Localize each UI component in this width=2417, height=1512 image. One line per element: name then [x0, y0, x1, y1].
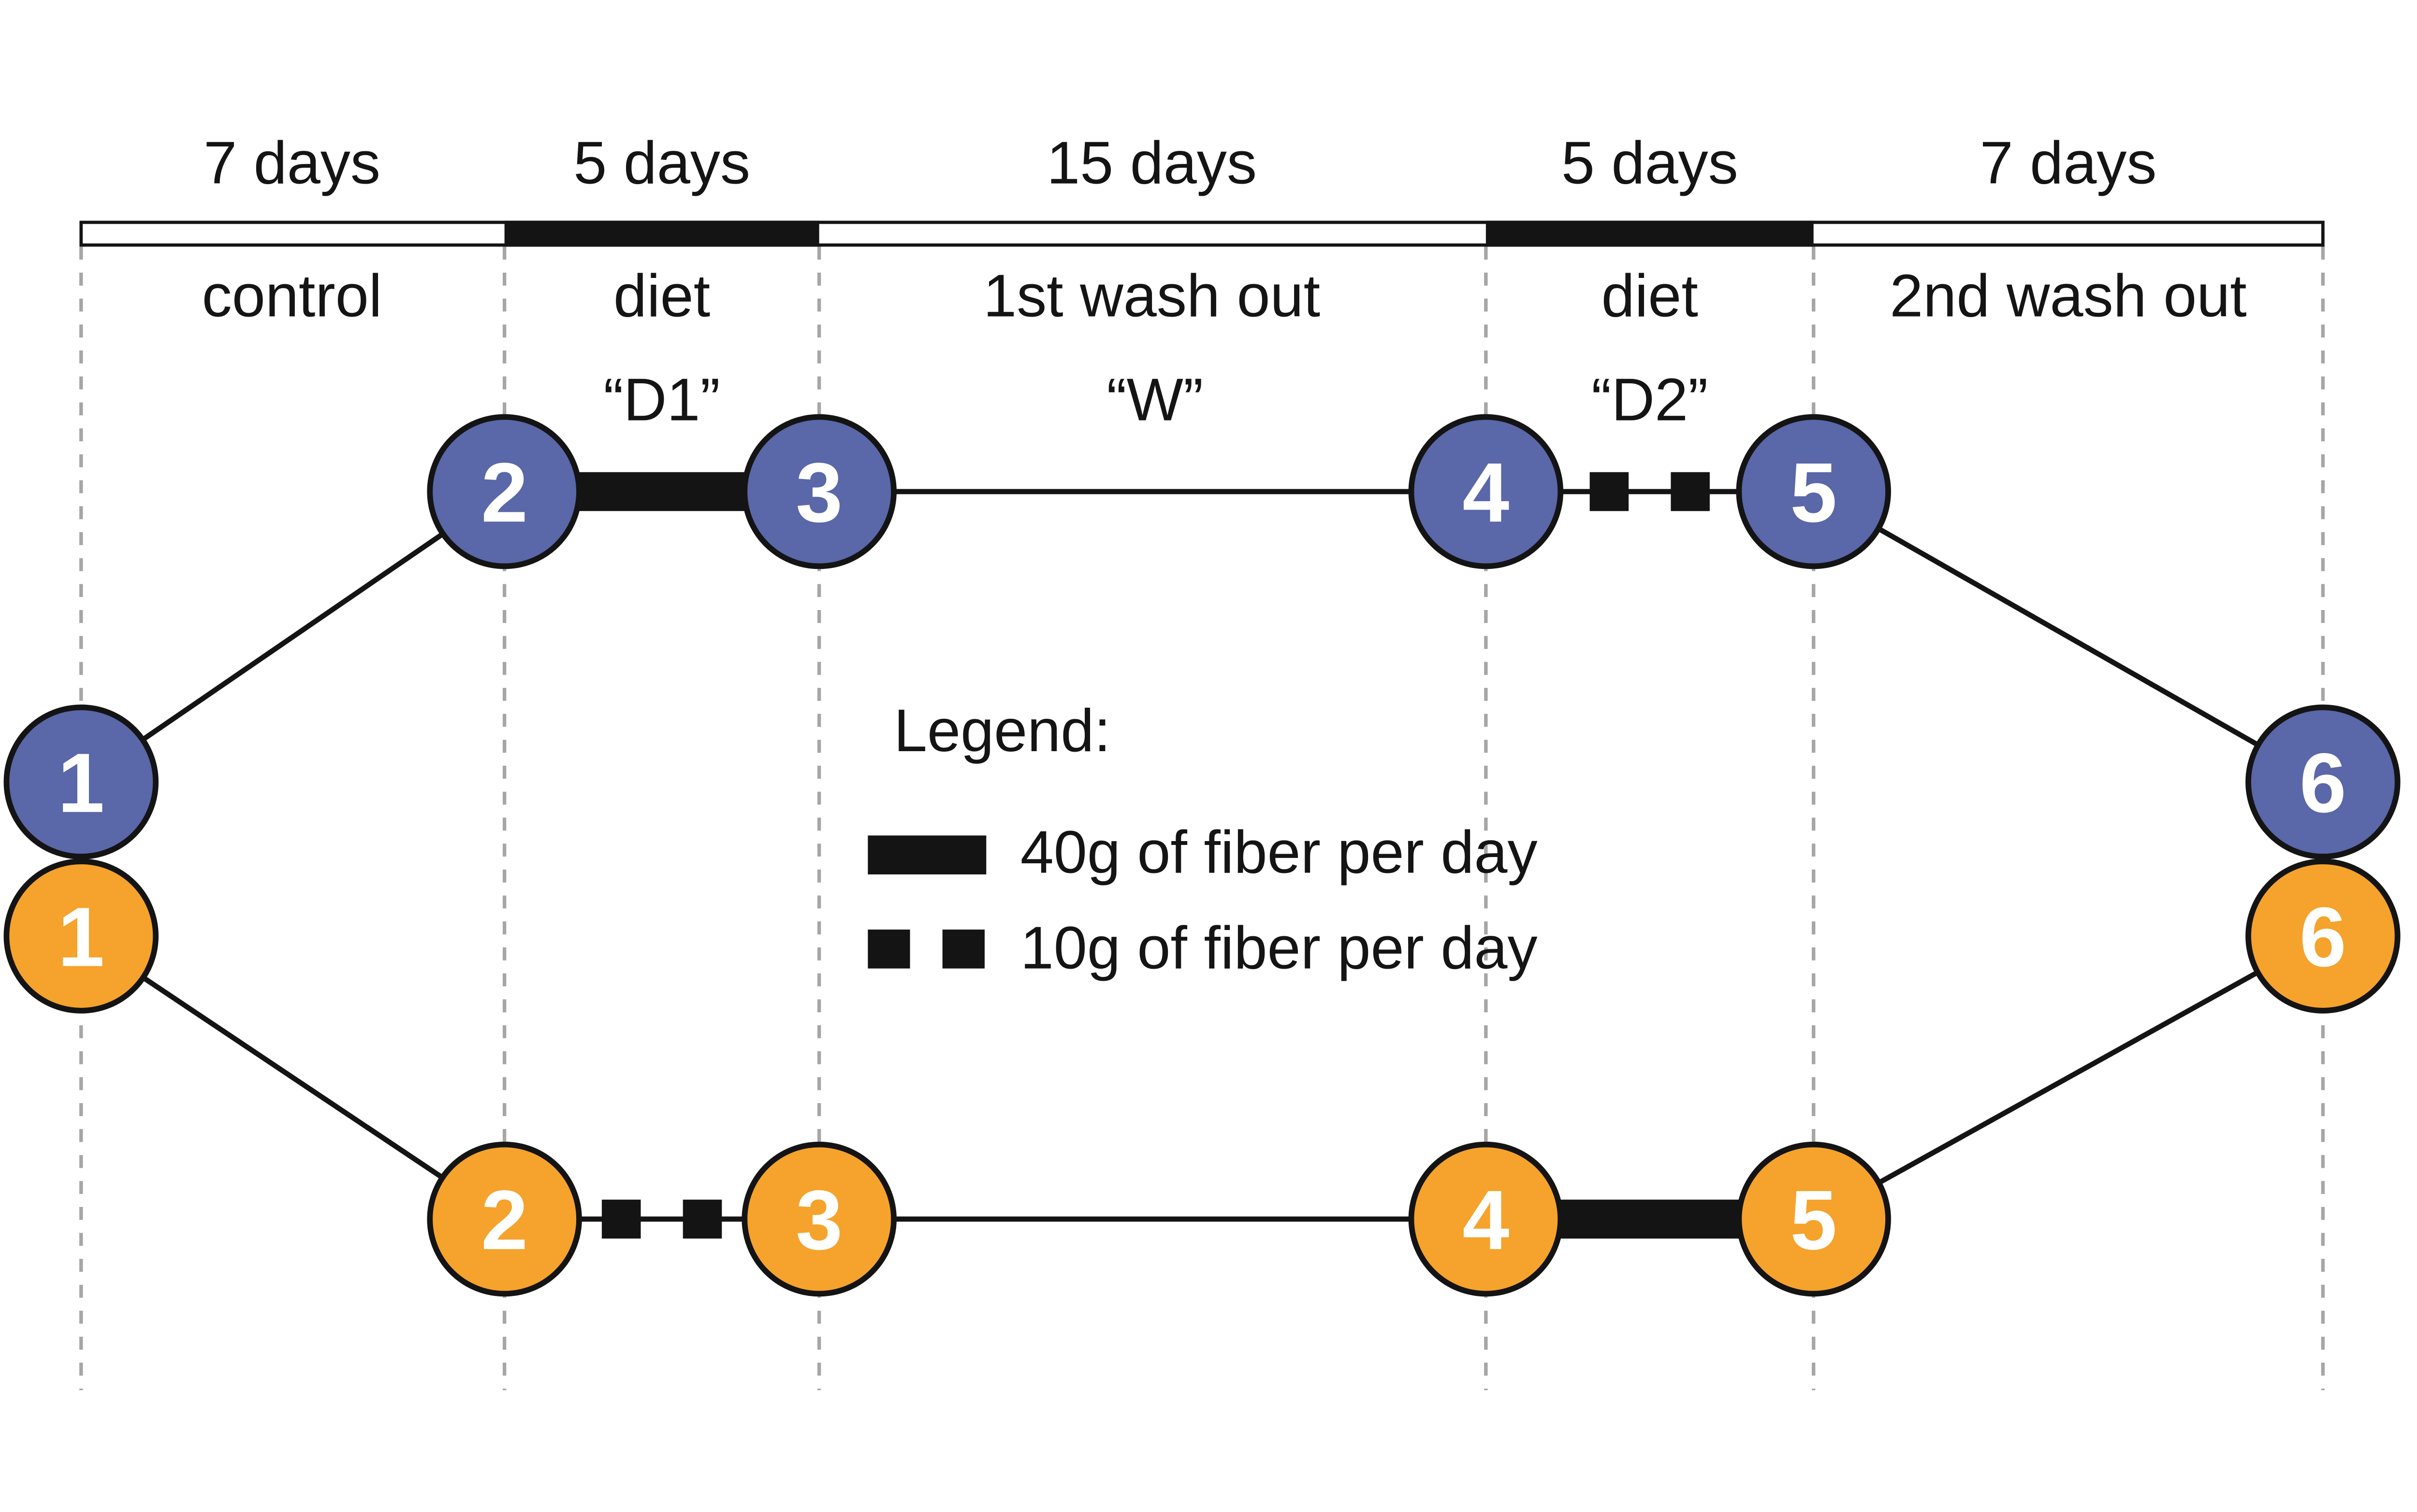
legend-swatch-10g-a — [868, 930, 910, 969]
legend-swatch-40g — [868, 835, 987, 874]
node-circle-top-5 — [1736, 414, 1891, 569]
arm-top-connectors — [79, 472, 2325, 785]
node-circle-top-6 — [2245, 704, 2401, 859]
duration-labels: 7 days 5 days 15 days 5 days 7 days — [204, 130, 2156, 196]
period-code-d1: “D1” — [603, 366, 720, 433]
node-circle-bottom-5 — [1736, 1141, 1891, 1297]
node-number-top-5: 5 — [1790, 445, 1837, 539]
duration-label-washout2: 7 days — [1980, 130, 2157, 196]
legend: Legend: 40g of fiber per day 10g of fibe… — [868, 698, 1538, 982]
arm-top-nodes: 1 2 3 4 5 6 — [3, 414, 2401, 859]
period-code-w: “W” — [1107, 366, 1203, 433]
fiber-10g-square-top-b — [1671, 472, 1710, 511]
node-circle-bottom-3 — [742, 1141, 897, 1297]
legend-title: Legend: — [894, 698, 1111, 764]
fiber-10g-square-bottom-b — [683, 1199, 722, 1239]
timeline-bar-track — [79, 220, 2325, 247]
node-circle-top-2 — [427, 414, 582, 569]
connector-top-5-6 — [1812, 489, 2325, 785]
duration-label-washout1: 15 days — [1047, 130, 1257, 196]
period-codes: “D1” “W” “D2” — [603, 366, 1708, 433]
phase-label-washout1: 1st wash out — [983, 263, 1320, 330]
node-circle-top-1 — [3, 704, 159, 859]
node-number-top-6: 6 — [2300, 736, 2346, 830]
node-number-top-2: 2 — [481, 445, 528, 539]
node-number-top-3: 3 — [796, 445, 843, 539]
node-number-bottom-4: 4 — [1462, 1173, 1509, 1267]
node-circle-bottom-4 — [1408, 1141, 1564, 1297]
phase-labels: control diet 1st wash out diet 2nd wash … — [202, 263, 2247, 330]
duration-label-control: 7 days — [204, 130, 380, 196]
connector-bottom-1-2 — [79, 934, 506, 1221]
diet-period-segment-2 — [1485, 220, 1814, 247]
legend-swatch-10g-b — [942, 930, 985, 969]
diet-period-segment-1 — [504, 220, 819, 247]
phase-label-washout2: 2nd wash out — [1890, 263, 2247, 330]
node-circle-bottom-6 — [2245, 858, 2401, 1014]
node-circle-top-3 — [742, 414, 897, 569]
node-number-top-4: 4 — [1462, 445, 1509, 539]
arm-bottom-nodes: 1 2 3 4 5 6 — [3, 858, 2401, 1297]
node-number-bottom-5: 5 — [1790, 1173, 1837, 1267]
node-number-bottom-6: 6 — [2300, 890, 2346, 984]
duration-label-diet1: 5 days — [573, 130, 750, 196]
node-circle-top-4 — [1408, 414, 1564, 569]
connector-top-1-2 — [79, 489, 506, 785]
node-number-bottom-3: 3 — [796, 1173, 843, 1267]
duration-label-diet2: 5 days — [1561, 130, 1738, 196]
fiber-10g-square-top-a — [1589, 472, 1629, 511]
node-number-bottom-2: 2 — [481, 1173, 528, 1267]
fiber-10g-square-bottom-a — [601, 1199, 641, 1239]
phase-label-diet2: diet — [1602, 263, 1698, 330]
connector-bottom-5-6 — [1812, 933, 2324, 1221]
node-circle-bottom-2 — [427, 1141, 582, 1297]
node-number-top-1: 1 — [58, 736, 104, 830]
timeline-bar — [79, 220, 2325, 247]
period-code-d2: “D2” — [1591, 366, 1708, 433]
node-circle-bottom-1 — [3, 858, 159, 1014]
phase-label-control: control — [202, 263, 382, 330]
phase-label-diet1: diet — [613, 263, 710, 330]
node-number-bottom-1: 1 — [58, 890, 104, 984]
legend-label-40g: 40g of fiber per day — [1020, 819, 1538, 886]
legend-label-10g: 10g of fiber per day — [1020, 915, 1538, 982]
